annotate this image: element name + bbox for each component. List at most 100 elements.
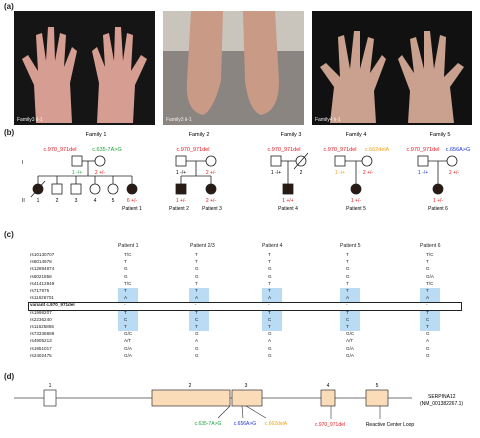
genotype-cell: T xyxy=(195,280,198,286)
genotype-cell: G xyxy=(268,352,272,358)
genotype-cell: T xyxy=(195,309,198,315)
genotype-cell: - xyxy=(426,302,428,308)
panel-label-c: (c) xyxy=(4,230,14,239)
exon-4 xyxy=(320,389,336,407)
genotype-cell: G xyxy=(124,266,128,272)
haplotype-highlight xyxy=(262,316,282,324)
generation-label: II xyxy=(22,198,25,204)
snp-id: rs11625865 xyxy=(30,324,54,329)
column-header: Patient 6 xyxy=(420,243,441,249)
snp-id: rs1998207 xyxy=(30,309,52,315)
genotype-cell: A/T xyxy=(346,338,354,344)
variant-label: c.970_971del xyxy=(323,147,356,153)
genotype-cell: A xyxy=(426,338,430,344)
patient-label: Patient 5 xyxy=(346,206,366,212)
snp-id: rs2402475 xyxy=(30,352,52,358)
genotype-cell: A xyxy=(346,295,350,301)
genotype-cell: T xyxy=(124,259,127,265)
family-title: Family 2 xyxy=(189,132,210,138)
haplotype-highlight xyxy=(118,323,138,331)
haplotype-highlight xyxy=(262,323,282,331)
genotype-cell: T xyxy=(124,309,127,315)
variant-label: c.656A>G xyxy=(446,147,471,153)
column-header: Patient 5 xyxy=(340,243,361,249)
exon-number: 3 xyxy=(245,383,248,389)
genotype-cell: A xyxy=(195,338,199,344)
family-title: Family 5 xyxy=(430,132,451,138)
exon-3 xyxy=(231,389,263,407)
genotype-cell: T xyxy=(268,324,271,329)
column-header: Patient 1 xyxy=(118,243,139,249)
exon-number: 5 xyxy=(376,383,379,389)
genotype-cell: - xyxy=(346,302,348,308)
pedigree-affected-male xyxy=(282,183,294,195)
exon-number: 1 xyxy=(49,383,52,389)
genotype-cell: T xyxy=(426,288,429,293)
exon-number: 4 xyxy=(327,383,330,389)
genotype-cell: T/C xyxy=(426,280,434,286)
pedigree-affected-male xyxy=(175,183,187,195)
genotype-label: 1 +/+ xyxy=(282,198,293,204)
pedigree-male xyxy=(334,155,346,167)
individual-number: 3 xyxy=(75,198,78,204)
column-header: Patient 4 xyxy=(262,243,283,249)
genotype-cell: G xyxy=(268,266,272,272)
haplotype-highlight xyxy=(420,323,440,331)
haplotype-highlight xyxy=(118,294,138,303)
genotype-cell: A xyxy=(124,295,128,301)
genotype-cell: T/C xyxy=(426,252,434,257)
genotype-cell: T xyxy=(346,309,349,315)
exon-2 xyxy=(151,389,231,407)
genotype-cell: G xyxy=(195,273,199,279)
pedigree-female xyxy=(107,183,119,195)
snp-id: rs2236240 xyxy=(30,316,52,322)
variant-label: c.970_971del xyxy=(176,147,209,153)
variant-annotation: c.656A>G xyxy=(234,421,256,427)
haplotype-highlight xyxy=(420,309,440,317)
pedigree-male xyxy=(270,155,282,167)
pedigree-male xyxy=(417,155,429,167)
pedigree-female xyxy=(89,183,101,195)
genotype-cell: G xyxy=(124,273,128,279)
genotype-cell: T xyxy=(426,259,429,265)
snp-id: rs41412849 xyxy=(30,280,55,286)
genotype-cell: T xyxy=(346,259,349,265)
genotype-cell: C xyxy=(268,316,272,322)
haplotype-highlight xyxy=(189,316,209,324)
genotype-cell: G xyxy=(268,331,272,337)
genotype-cell: T xyxy=(268,288,271,293)
haplotype-highlight xyxy=(340,294,360,303)
family-1-pedigree: Family 1 c.970_971del c.635-7A>G 1 -/+ 2… xyxy=(30,132,142,212)
exon-1 xyxy=(43,389,57,407)
genotype-cell: G/A xyxy=(124,345,132,351)
individual-number: 4 xyxy=(94,198,97,204)
genotype-cell: T xyxy=(426,309,429,315)
pedigree-female xyxy=(205,155,217,167)
genotype-label: 1 -/+ xyxy=(72,170,82,176)
genotype-cell: T xyxy=(346,324,349,329)
patient-label: Patient 4 xyxy=(278,206,298,212)
individual-number: 2 xyxy=(56,198,59,204)
family-3-pedigree: Family 3 c.970_971del 1 -/+ 2 1 +/+ Pati… xyxy=(267,132,309,212)
genotype-cell: C xyxy=(195,316,199,322)
patient-label: Patient 6 xyxy=(428,206,448,212)
genotype-cell: T xyxy=(124,324,127,329)
gene-name: SERPINA12 xyxy=(428,394,456,400)
photo-feet: Family3 Ⅱ-1 xyxy=(163,11,304,125)
exon-5 xyxy=(365,389,389,407)
pedigree-female xyxy=(361,155,373,167)
haplotype-highlight xyxy=(189,309,209,317)
pedigree-male xyxy=(70,183,82,195)
variant-label: c.970_971del xyxy=(43,147,76,153)
genotype-cell: T xyxy=(124,288,127,293)
genotype-cell: G xyxy=(195,331,199,337)
genotype-cell: T xyxy=(346,288,349,293)
genotype-cell: G/A xyxy=(124,352,132,358)
genotype-cell: A xyxy=(426,295,430,301)
genotype-label: 1 -/+ xyxy=(176,170,186,176)
haplotype-highlight xyxy=(340,287,360,295)
genotype-label: 1 -/+ xyxy=(335,170,345,176)
family-title: Family 3 xyxy=(281,132,302,138)
photo-caption: Family3 Ⅱ-1 xyxy=(17,117,43,123)
patient-label: Patient 3 xyxy=(202,206,222,212)
